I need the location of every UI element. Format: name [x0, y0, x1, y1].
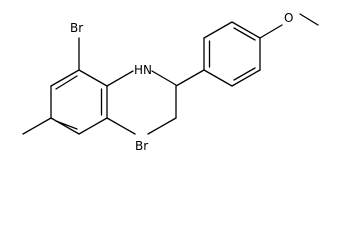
- bond-o-to-methyl: [299, 13, 319, 26]
- bond-ring-to-methyl: [22, 117, 52, 135]
- double-bond-inner: [233, 67, 256, 81]
- double-bond-inner: [233, 27, 256, 41]
- bond-ring-to-o: [259, 24, 283, 39]
- double-bond-inner: [55, 75, 78, 90]
- bond-ethyl-terminal: [147, 117, 177, 135]
- bond: [203, 21, 233, 39]
- bond-ring-to-br-bottom: [106, 117, 136, 135]
- right-benzene-ring: [203, 21, 261, 87]
- atom-label-oxygen: O: [284, 11, 293, 25]
- bond: [78, 117, 108, 135]
- bond: [50, 117, 80, 135]
- atom-label-nh: HN: [134, 63, 152, 77]
- atom-label-br-top: Br: [70, 21, 83, 35]
- bond: [203, 69, 233, 87]
- atom-label-br-bottom: Br: [135, 139, 148, 153]
- left-benzene-ring: [50, 69, 108, 135]
- bond: [50, 69, 80, 87]
- bond-ch-to-aryl: [175, 69, 205, 87]
- double-bond-inner: [55, 120, 78, 130]
- bond: [78, 69, 108, 87]
- bond-ring-to-nh: [106, 70, 134, 87]
- structure-diagram: Br Br HN O: [22, 11, 319, 153]
- molecule-drawing: Br Br HN O: [22, 11, 319, 153]
- bond: [231, 69, 261, 87]
- bond-nh-to-ch: [151, 70, 177, 86]
- bond: [231, 21, 261, 39]
